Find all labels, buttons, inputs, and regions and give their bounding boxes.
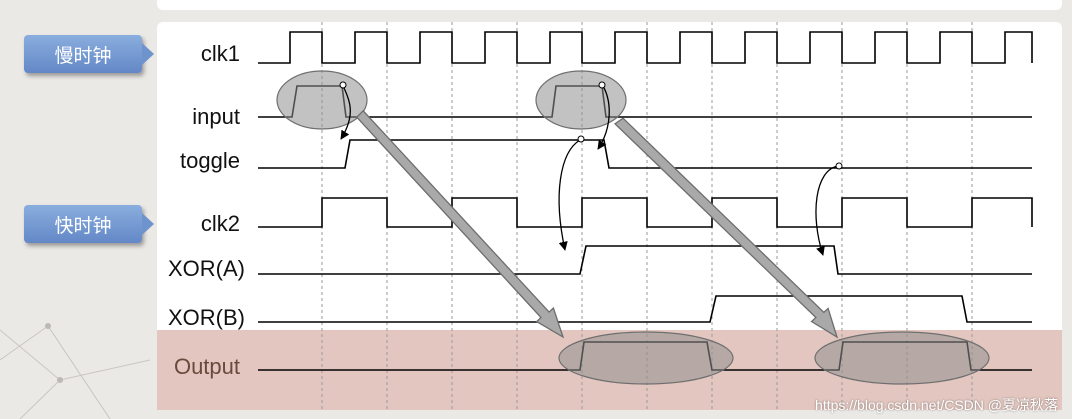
top-panel-strip (157, 0, 1062, 10)
input-to-output-arrow-2 (613, 117, 839, 339)
xor-b-waveform (258, 295, 1032, 323)
clk2-edge-marker (835, 162, 843, 170)
clk1-label: clk1 (200, 41, 240, 66)
input-waveform (258, 85, 1032, 118)
output-pulse-highlight-2 (814, 331, 990, 385)
clk2-to-xor-a-arrow (815, 165, 839, 256)
toggle-label: toggle (180, 148, 240, 173)
toggle-to-xor-a-arrow (558, 139, 581, 251)
clk1-waveform (258, 31, 1033, 64)
fast-clock-callout: 快时钟 (24, 205, 154, 243)
background-decoration (0, 323, 151, 419)
clk2-label: clk2 (200, 211, 240, 236)
slow-clock-callout-label: 慢时钟 (54, 45, 112, 67)
input-edge-marker-2 (598, 81, 606, 89)
xor-b-label: XOR(B) (168, 305, 245, 330)
output-pulse-highlight-1 (558, 331, 734, 385)
input-edge-marker-1 (339, 81, 347, 89)
clk2-waveform (258, 197, 1033, 228)
input-pulse-highlight-1 (276, 70, 368, 130)
toggle-waveform (258, 139, 1032, 169)
input-to-output-arrow-1 (355, 109, 565, 339)
fast-clock-callout-label: 快时钟 (54, 215, 112, 237)
xor-a-label: XOR(A) (168, 256, 245, 281)
watermark: https://blog.csdn.net/CSDN @夏凉秋落 (815, 397, 1058, 413)
input-to-toggle-arrow-2 (597, 85, 610, 150)
input-to-toggle-arrow-1 (340, 85, 351, 140)
output-label: Output (173, 354, 240, 379)
toggle-edge-marker (577, 135, 585, 143)
input-pulse-highlight-2 (535, 70, 627, 130)
slow-clock-callout: 慢时钟 (24, 35, 154, 73)
xor-a-waveform (258, 245, 1032, 275)
input-label: input (192, 104, 240, 129)
